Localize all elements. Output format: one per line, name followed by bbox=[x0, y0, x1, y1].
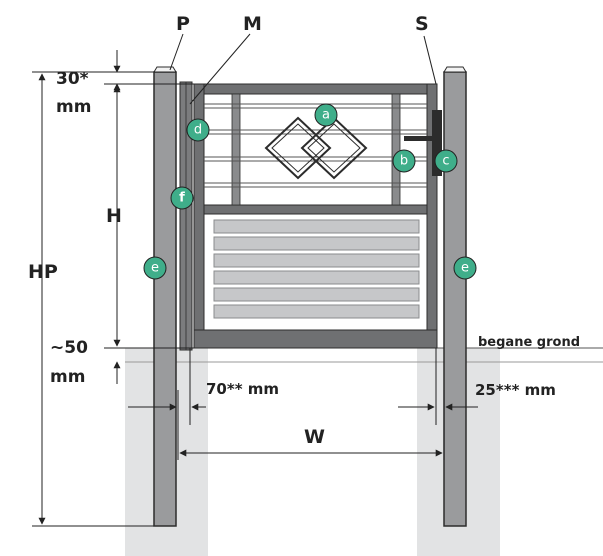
upper-bar-right bbox=[391, 93, 401, 206]
lock-box bbox=[432, 110, 442, 176]
badge-f: f bbox=[170, 186, 194, 210]
leader-P bbox=[169, 33, 184, 71]
lower-slats bbox=[213, 219, 420, 319]
badge-d: d bbox=[186, 118, 210, 142]
badge-c: c bbox=[434, 149, 458, 173]
post-left bbox=[153, 71, 177, 527]
label-gap-hinge: 70** mm bbox=[206, 380, 279, 398]
label-M: M bbox=[243, 13, 262, 35]
svg-text:a: a bbox=[322, 108, 330, 123]
badge-e-right: e bbox=[453, 256, 477, 280]
post-right-cap bbox=[443, 66, 467, 73]
gate-middle-rail bbox=[203, 204, 428, 215]
badge-a: a bbox=[314, 103, 338, 127]
label-bottom-gap-unit: mm bbox=[50, 367, 85, 387]
label-ground: begane grond bbox=[478, 335, 580, 350]
svg-text:e: e bbox=[151, 261, 159, 276]
label-HP: HP bbox=[28, 261, 58, 283]
door-handle bbox=[404, 136, 434, 141]
decorative-diamonds bbox=[264, 116, 368, 180]
label-W: W bbox=[304, 426, 325, 448]
label-P: P bbox=[176, 13, 190, 35]
label-H: H bbox=[106, 205, 122, 227]
label-S: S bbox=[415, 13, 429, 35]
leader-S bbox=[423, 35, 437, 85]
label-bottom-gap-value: ~50 bbox=[50, 338, 88, 358]
badge-e-left: e bbox=[143, 256, 167, 280]
label-gap-latch: 25*** mm bbox=[475, 381, 556, 399]
gate-bottom-rail bbox=[193, 329, 438, 349]
upper-bar-left bbox=[231, 93, 241, 206]
post-left-cap bbox=[153, 66, 177, 73]
svg-text:e: e bbox=[461, 261, 469, 276]
leader-M bbox=[189, 33, 251, 105]
label-top-gap-value: 30* bbox=[56, 69, 89, 89]
svg-text:b: b bbox=[400, 154, 408, 169]
gate-top-rail bbox=[193, 83, 438, 95]
svg-text:f: f bbox=[179, 191, 185, 206]
post-right bbox=[443, 71, 467, 527]
svg-text:d: d bbox=[194, 123, 202, 138]
label-top-gap-unit: mm bbox=[56, 97, 91, 117]
badge-b: b bbox=[392, 149, 416, 173]
svg-text:c: c bbox=[442, 154, 449, 169]
